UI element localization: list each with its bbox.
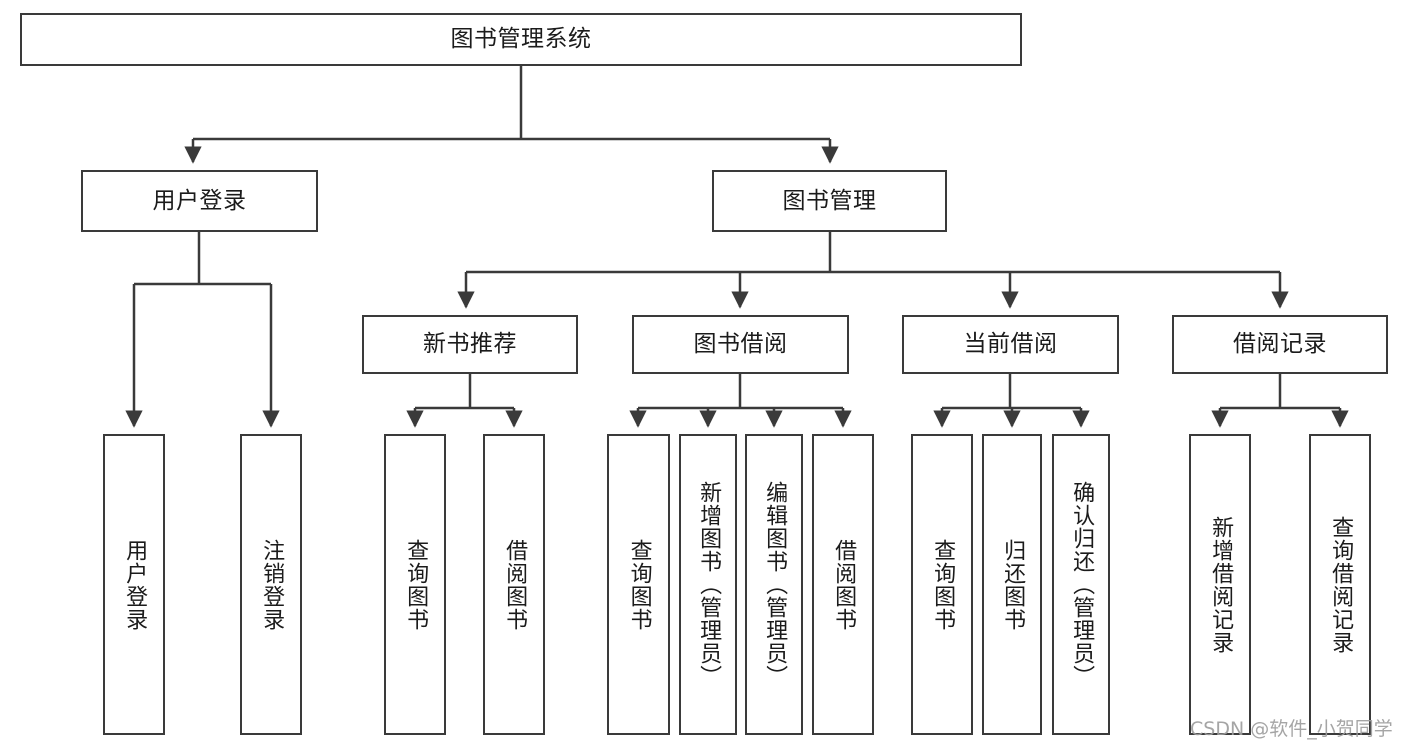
node-current-borrow[interactable]: 当前借阅 — [902, 315, 1119, 374]
leaf-add-borrow-record[interactable]: 新增借阅记录 — [1189, 434, 1251, 735]
node-label: 图书借阅 — [693, 331, 788, 358]
leaf-label: 查询借阅记录 — [1328, 515, 1354, 654]
leaf-label: 新增图书（管理员） — [696, 481, 722, 688]
node-book-management-system[interactable]: 图书管理系统 — [20, 13, 1022, 66]
leaf-confirm-return-admin[interactable]: 确认归还（管理员） — [1052, 434, 1110, 735]
node-label: 图书管理 — [782, 187, 877, 214]
node-label: 当前借阅 — [963, 331, 1058, 358]
node-label: 新书推荐 — [423, 331, 517, 358]
node-borrow-record[interactable]: 借阅记录 — [1172, 315, 1388, 374]
node-label: 借阅记录 — [1233, 331, 1327, 358]
node-user-login[interactable]: 用户登录 — [81, 170, 318, 232]
csdn-watermark: CSDN @软件_小贺同学 — [1190, 718, 1393, 740]
leaf-query-book-current[interactable]: 查询图书 — [911, 434, 973, 735]
leaf-query-book-recommend[interactable]: 查询图书 — [384, 434, 446, 735]
leaf-logout[interactable]: 注销登录 — [240, 434, 302, 735]
leaf-label: 新增借阅记录 — [1208, 515, 1234, 654]
leaf-edit-book-admin[interactable]: 编辑图书（管理员） — [745, 434, 803, 735]
leaf-label: 借阅图书 — [502, 538, 528, 631]
leaf-borrow-book[interactable]: 借阅图书 — [812, 434, 874, 735]
node-label: 图书管理系统 — [450, 26, 592, 53]
leaf-user-login[interactable]: 用户登录 — [103, 434, 165, 735]
node-book-borrow[interactable]: 图书借阅 — [632, 315, 849, 374]
leaf-label: 确认归还（管理员） — [1069, 481, 1095, 688]
leaf-add-book-admin[interactable]: 新增图书（管理员） — [679, 434, 737, 735]
leaf-label: 查询图书 — [403, 538, 429, 631]
leaf-query-book-borrow[interactable]: 查询图书 — [607, 434, 670, 735]
leaf-query-borrow-record[interactable]: 查询借阅记录 — [1309, 434, 1371, 735]
leaf-label: 借阅图书 — [831, 538, 857, 631]
leaf-borrow-book-recommend[interactable]: 借阅图书 — [483, 434, 545, 735]
leaf-label: 查询图书 — [626, 538, 652, 631]
leaf-label: 查询图书 — [930, 538, 956, 631]
node-label: 用户登录 — [152, 187, 247, 214]
node-new-book-recommend[interactable]: 新书推荐 — [362, 315, 578, 374]
leaf-return-book[interactable]: 归还图书 — [982, 434, 1042, 735]
node-book-manage[interactable]: 图书管理 — [712, 170, 947, 232]
leaf-label: 用户登录 — [122, 538, 148, 631]
leaf-label: 编辑图书（管理员） — [762, 481, 788, 688]
leaf-label: 注销登录 — [259, 538, 285, 631]
leaf-label: 归还图书 — [1000, 538, 1026, 631]
